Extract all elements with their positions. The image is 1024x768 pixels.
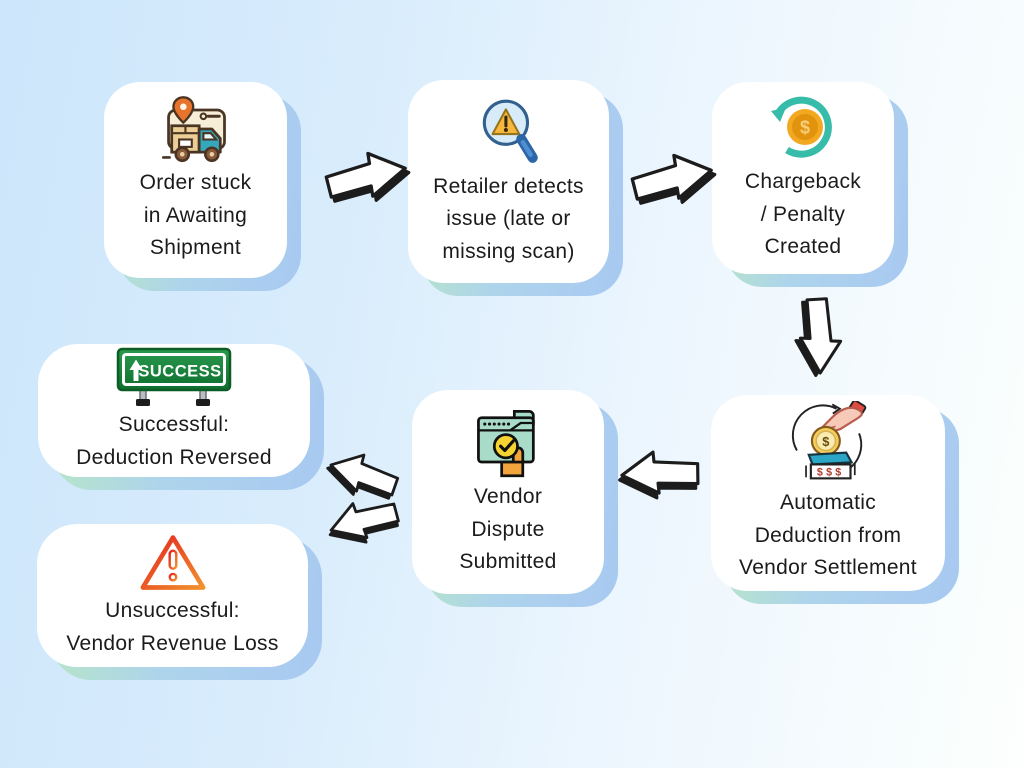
svg-text:$$$: $$$ <box>817 467 845 479</box>
delivery-truck-icon <box>158 95 234 165</box>
flow-arrow-right-2 <box>624 145 724 215</box>
node-label: Automatic Deduction from Vendor Settleme… <box>739 491 917 580</box>
flow-arrow-up-left <box>318 443 405 508</box>
node-label: Successful: Deduction Reversed <box>76 412 272 469</box>
flow-arrow-down-left <box>318 486 408 558</box>
node-label: Unsuccessful: Vendor Revenue Loss <box>66 598 279 655</box>
flow-arrow-down <box>790 294 847 380</box>
folder-check-icon <box>470 405 546 479</box>
flow-arrow-left <box>612 444 705 507</box>
node-label: Chargeback / Penalty Created <box>744 170 862 259</box>
magnifier-warning-icon <box>472 95 546 169</box>
node-successful-deduction-reversed: SUCCESS Successful: Deduction Reversed <box>38 344 310 477</box>
node-label: Retailer detects issue (late or missing … <box>433 174 584 263</box>
node-label: Order stuck in Awaiting Shipment <box>139 171 252 260</box>
svg-text:$: $ <box>800 118 810 138</box>
money-refund-icon: $ <box>767 92 839 164</box>
node-unsuccessful-revenue-loss: Unsuccessful: Vendor Revenue Loss <box>37 524 308 667</box>
node-automatic-deduction: $ $$$ Automatic Deduction from Vendor Se… <box>711 395 945 591</box>
hand-coin-deposit-icon: $ $$$ <box>783 399 873 485</box>
svg-text:$: $ <box>822 434 829 449</box>
node-retailer-detects-issue: Retailer detects issue (late or missing … <box>408 80 609 283</box>
warning-triangle-icon <box>137 531 209 595</box>
node-chargeback-created: $ Chargeback / Penalty Created <box>712 82 894 274</box>
node-label: Vendor Dispute Submitted <box>459 485 557 574</box>
svg-text:SUCCESS: SUCCESS <box>138 362 221 380</box>
node-order-stuck: Order stuck in Awaiting Shipment <box>104 82 287 278</box>
flow-arrow-right-1 <box>318 143 418 213</box>
node-vendor-dispute-submitted: Vendor Dispute Submitted <box>412 390 604 594</box>
success-sign-icon: SUCCESS <box>115 347 233 409</box>
